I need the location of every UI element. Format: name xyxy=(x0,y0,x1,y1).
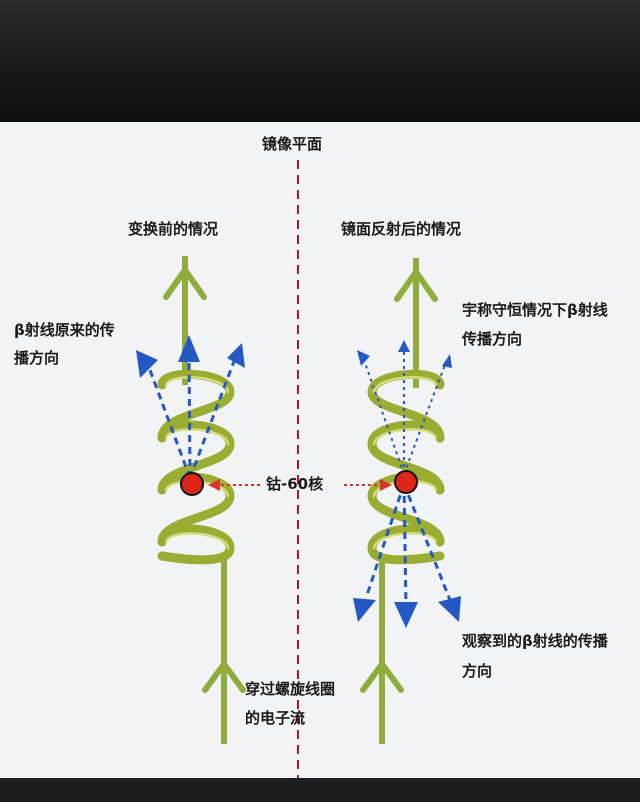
right-current-arrowhead xyxy=(360,661,404,693)
left-beta-head-3 xyxy=(227,343,245,368)
right-observed-head-2 xyxy=(394,602,418,628)
right-conserved-head-2 xyxy=(398,340,410,352)
right-conserved-arrow-1 xyxy=(363,359,405,475)
right-nucleus xyxy=(394,470,418,494)
left-beta-label-line1: β射线原来的传 xyxy=(14,321,115,339)
left-beta-arrow-3 xyxy=(188,355,238,479)
nucleus-label: 钴-60核 xyxy=(266,475,323,493)
right-conserved-label-line2: 传播方向 xyxy=(461,330,522,348)
left-beta-arrows xyxy=(145,351,238,479)
left-title: 变换前的情况 xyxy=(128,220,218,238)
right-observed-arrows xyxy=(364,483,452,607)
mirror-plane-label: 镜像平面 xyxy=(262,135,322,153)
right-wire-arrowhead xyxy=(394,269,438,302)
right-observed-head-3 xyxy=(438,596,461,622)
right-conserved-arrow-3 xyxy=(403,361,447,475)
right-conserved-head-3 xyxy=(442,354,452,368)
left-beta-arrow-1 xyxy=(145,361,192,479)
screen-area xyxy=(0,122,640,780)
monitor-bezel-top xyxy=(0,0,640,118)
left-beta-head-2 xyxy=(178,335,200,362)
left-wire-arrowhead xyxy=(163,267,207,300)
electron-flow-label-line1: 穿过螺旋线圈 xyxy=(245,680,335,698)
right-observed-arrow-2 xyxy=(402,483,408,607)
right-conserved-head-1 xyxy=(357,350,370,366)
right-observed-arrow-3 xyxy=(402,483,452,601)
right-conserved-arrows xyxy=(363,352,447,475)
monitor-bezel-bottom xyxy=(0,778,640,802)
left-coil xyxy=(157,369,235,565)
left-beta-head-1 xyxy=(136,350,158,378)
right-conserved-label-line1: 宇称守恒情况下β射线 xyxy=(462,301,608,319)
left-nucleus xyxy=(180,472,204,496)
left-beta-arrow-2 xyxy=(187,351,192,479)
right-title: 镜面反射后的情况 xyxy=(341,220,461,238)
right-observed-arrow-1 xyxy=(364,483,406,599)
electron-flow-label-line2: 的电子流 xyxy=(245,709,305,727)
left-beta-label-line2: 播方向 xyxy=(14,349,59,367)
observed-beta-label-line1: 观察到的β射线的传播 xyxy=(462,632,609,650)
right-observed-head-1 xyxy=(353,598,376,622)
left-current-arrowhead xyxy=(202,661,246,693)
observed-beta-label-line2: 方向 xyxy=(462,662,492,680)
